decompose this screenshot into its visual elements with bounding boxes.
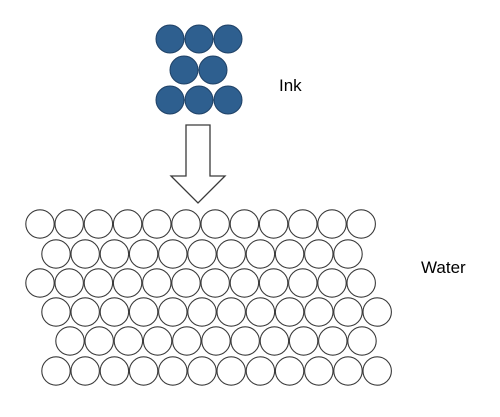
water-particle	[99, 356, 130, 386]
water-particle	[41, 356, 71, 386]
water-particle	[288, 209, 318, 239]
water-particle	[259, 326, 290, 356]
water-particle	[318, 326, 348, 356]
water-particle	[229, 209, 260, 239]
water-particle	[333, 356, 363, 386]
water-particle	[171, 268, 201, 298]
down-arrow	[169, 124, 227, 204]
water-particle	[230, 326, 260, 356]
arrow-shape	[169, 124, 227, 204]
water-particle	[142, 209, 172, 239]
water-particle	[25, 209, 55, 239]
water-particle	[99, 239, 130, 269]
water-particle	[142, 326, 173, 356]
water-particle	[200, 268, 230, 298]
water-particle	[362, 297, 392, 327]
water-particle	[288, 326, 319, 356]
water-particle	[25, 268, 55, 298]
water-particle	[274, 239, 305, 269]
water-particle	[216, 239, 246, 269]
water-particle	[362, 356, 392, 386]
ink-particle-cluster	[155, 24, 243, 115]
water-particle	[55, 326, 85, 356]
water-particle	[128, 239, 159, 269]
water-particle	[317, 209, 347, 239]
water-particle	[54, 209, 84, 239]
water-particle	[200, 209, 230, 239]
water-particle-block	[25, 209, 392, 386]
water-particle	[83, 209, 114, 239]
water-particle	[70, 297, 100, 327]
water-particle	[229, 268, 260, 298]
water-particle	[171, 209, 201, 239]
water-particle	[158, 239, 188, 269]
water-particle	[112, 209, 143, 239]
water-particle	[274, 356, 305, 386]
water-particle	[274, 297, 305, 327]
water-particle	[83, 268, 114, 298]
water-particle	[304, 356, 334, 386]
water-particle	[333, 239, 363, 269]
water-particle	[333, 297, 363, 327]
water-particle	[112, 268, 143, 298]
water-particle	[142, 268, 172, 298]
water-particle	[54, 268, 84, 298]
water-particle	[216, 356, 246, 386]
water-particle	[41, 297, 71, 327]
water-particle	[317, 268, 347, 298]
water-particle	[187, 297, 217, 327]
water-particle	[187, 356, 217, 386]
water-particle	[288, 268, 318, 298]
water-particle	[128, 297, 159, 327]
water-particle	[258, 268, 289, 298]
water-particle	[201, 326, 231, 356]
water-particle	[172, 326, 202, 356]
water-particle	[41, 239, 71, 269]
water-particle	[346, 209, 376, 239]
water-particle	[347, 326, 377, 356]
water-particle	[245, 239, 276, 269]
ink-particle	[213, 85, 243, 115]
water-particle	[258, 209, 289, 239]
water-particle	[346, 268, 376, 298]
water-particle	[158, 356, 188, 386]
water-particle	[70, 356, 100, 386]
water-particle	[216, 297, 246, 327]
water-particle	[245, 356, 276, 386]
water-particle	[187, 239, 217, 269]
ink-particle	[155, 85, 185, 115]
water-particle	[70, 239, 100, 269]
water-particle	[304, 239, 334, 269]
water-label: Water	[421, 258, 466, 277]
ink-particle	[184, 24, 214, 54]
ink-particle	[198, 55, 228, 85]
water-particle	[304, 297, 334, 327]
ink-particle	[184, 85, 214, 115]
water-particle	[99, 297, 130, 327]
water-particle	[158, 297, 188, 327]
ink-particle	[169, 55, 199, 85]
ink-particle	[213, 24, 243, 54]
water-particle	[113, 326, 144, 356]
ink-particle	[155, 24, 185, 54]
water-particle	[84, 326, 114, 356]
water-particle	[245, 297, 276, 327]
water-particle	[128, 356, 159, 386]
ink-label: Ink	[279, 76, 302, 95]
